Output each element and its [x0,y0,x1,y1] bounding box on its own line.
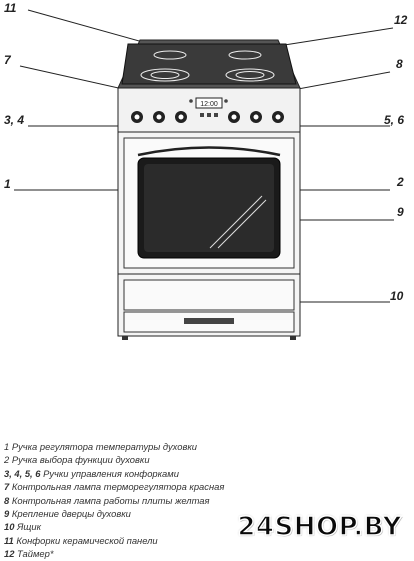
legend-number: 11 [4,534,14,546]
lamp-8 [224,99,228,103]
control-panel: 12:00 [117,87,301,133]
legend-text: Контрольная лампа работы плиты желтая [9,494,210,506]
legend-text: Конфорки керамической панели [13,534,158,546]
legend-text: Ручка регулятора температуры духовки [9,441,197,452]
drawer [117,273,301,340]
legend-item: 10 Ящик [4,520,304,533]
legend-text: Ручки управления конфорками [40,467,179,479]
legend-number: 3, 4, 5, 6 [4,467,41,479]
legend-item: 7 Контрольная лампа терморегулятора крас… [4,480,304,493]
legend-number: 2 [4,454,10,466]
legend-number: 1 [4,441,10,452]
legend-number: 7 [4,481,10,493]
legend-text: Контрольная лампа терморегулятора красна… [9,481,225,493]
legend-item: 11 Конфорки керамической панели [4,534,304,547]
leader-11 [27,9,151,45]
legend-item: 9 Крепление дверцы духовки [4,507,304,520]
lamp-7 [189,99,193,103]
cooktop [117,39,301,89]
legend-item: 3, 4, 5, 6 Ручки управления конфорками [4,467,304,480]
legend-item: 2 Ручка выбора функции духовки [4,453,304,466]
legend-text: Ручка выбора функции духовки [9,454,150,466]
legend-number: 9 [4,508,10,520]
legend-item: 1 Ручка регулятора температуры духовки [4,440,304,453]
legend-text: Ящик [14,521,42,533]
callout-12: 12 [394,13,408,27]
legend-text: Крепление дверцы духовки [9,508,131,520]
callout-7: 7 [4,53,11,67]
callout-10: 10 [390,289,404,303]
leader-12 [277,27,394,47]
stove-diagram: 12:00 [14,9,394,340]
callout-1: 1 [4,177,11,191]
legend-item: 8 Контрольная лампа работы плиты желтая [4,494,304,507]
legend-number: 10 [4,521,15,533]
legend-number: 8 [4,494,10,506]
watermark-logo: 24SHOP.BY [237,511,403,543]
callout-34: 3, 4 [4,113,25,127]
callout-9: 9 [397,205,404,219]
callout-11: 11 [4,1,17,15]
timer-display: 12:00 [200,101,218,108]
callout-2: 2 [397,175,404,189]
legend-item: 12 Таймер* [4,547,304,560]
callout-56: 5, 6 [384,113,405,127]
callout-8: 8 [396,57,403,71]
oven-body [117,131,301,275]
